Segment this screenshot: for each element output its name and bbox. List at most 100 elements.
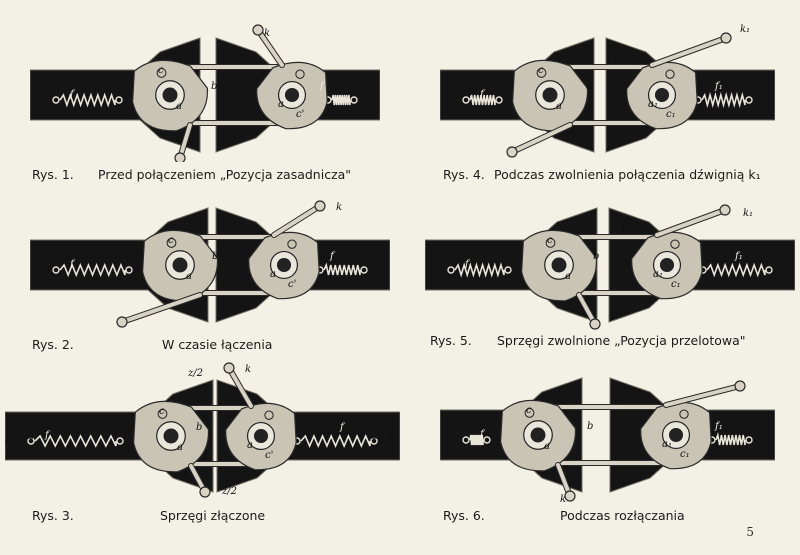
label-b: b bbox=[593, 251, 599, 262]
label-k: k₁ bbox=[740, 24, 750, 35]
right-spring-eye bbox=[765, 266, 773, 274]
label-b: b bbox=[587, 421, 593, 432]
link-pin bbox=[264, 410, 274, 420]
lever-k-upper-knob bbox=[314, 200, 326, 212]
right-spring-eye bbox=[745, 436, 753, 444]
left-spring-eye bbox=[483, 436, 491, 444]
label-a-left: a bbox=[176, 101, 182, 112]
right-spring bbox=[715, 431, 746, 446]
label-f-left: f bbox=[479, 429, 486, 440]
pivot-pin bbox=[542, 87, 558, 103]
link-pin bbox=[295, 69, 305, 79]
lever-k-upper-knob bbox=[252, 24, 264, 36]
lever-k-upper-knob bbox=[734, 380, 746, 392]
label-a-left: a bbox=[565, 271, 571, 282]
figure-2-caption: W czasie łączenia bbox=[162, 337, 273, 352]
hook-a-right bbox=[248, 231, 320, 300]
right-spring bbox=[331, 94, 351, 106]
left-spring bbox=[34, 434, 117, 448]
lever-k-lower-knob bbox=[199, 486, 211, 498]
label-c: c bbox=[159, 406, 165, 417]
link-pin bbox=[157, 408, 168, 419]
link-pin bbox=[524, 407, 535, 418]
label-b-prime: b₁ bbox=[621, 223, 631, 234]
right-spring-eye bbox=[350, 96, 358, 104]
link-pin bbox=[156, 67, 167, 78]
page-number: 5 bbox=[746, 525, 754, 539]
left-spring bbox=[469, 94, 496, 106]
label-k: k bbox=[336, 202, 342, 213]
label-Z-right: Z bbox=[387, 431, 397, 445]
hook-a-left bbox=[520, 229, 598, 302]
label-c-prime: c' bbox=[265, 450, 273, 461]
label-b-prime: b₁ bbox=[614, 53, 624, 64]
lever-k-lower bbox=[120, 293, 202, 324]
lever-k-lower-knob bbox=[506, 146, 518, 158]
label-c: c bbox=[538, 65, 544, 76]
figure-1-caption: Przed połączeniem „Pozycja zasadnicza" bbox=[98, 167, 352, 182]
label-k: k bbox=[560, 494, 566, 502]
pivot-pin bbox=[276, 257, 292, 273]
label-c-prime: c' bbox=[288, 279, 296, 290]
left-spring-eye bbox=[462, 96, 470, 104]
figure-2-number: Rys. 2. bbox=[32, 337, 74, 352]
label-f-right: f₁ bbox=[714, 81, 723, 92]
hook-a-right bbox=[640, 401, 712, 470]
link-pin bbox=[545, 237, 556, 248]
link-pin bbox=[287, 239, 297, 249]
figure-5-number: Rys. 5. bbox=[430, 333, 472, 348]
label-f-left: f bbox=[69, 89, 76, 100]
link-pin bbox=[679, 409, 689, 419]
lever-k-upper bbox=[650, 36, 728, 67]
label-f-right: f₁ bbox=[714, 421, 723, 432]
left-spring-eye bbox=[52, 266, 60, 274]
hook-a-left bbox=[131, 59, 209, 132]
label-f-right: f bbox=[339, 422, 346, 433]
label-b: b bbox=[211, 81, 217, 92]
right-spring bbox=[701, 91, 746, 109]
figure-6-caption: Podczas rozłączania bbox=[560, 508, 685, 523]
label-a-left: a bbox=[544, 441, 550, 452]
label-Z-left: Z bbox=[5, 431, 14, 445]
pivot-pin bbox=[284, 87, 300, 103]
left-spring bbox=[59, 92, 116, 108]
lever-k-lower-knob bbox=[174, 152, 186, 162]
label-f-left: f bbox=[44, 430, 51, 441]
left-spring-eye bbox=[52, 96, 60, 104]
label-a-right: a₁ bbox=[653, 269, 663, 280]
lever-k-upper bbox=[272, 204, 322, 237]
pivot-pin bbox=[253, 428, 269, 444]
hook-a-right bbox=[225, 402, 297, 471]
label-b-prime: b' bbox=[239, 53, 248, 64]
label-z-half-top: z/2 bbox=[187, 368, 203, 379]
hook-a-right bbox=[256, 61, 328, 130]
figure-1-number: Rys. 1. bbox=[32, 167, 74, 182]
label-a-right: a bbox=[247, 440, 253, 451]
label-b: b bbox=[196, 422, 202, 433]
lever-k-lower-knob bbox=[564, 490, 576, 502]
label-f-left: f bbox=[479, 89, 486, 100]
label-f-left: f bbox=[464, 259, 471, 270]
hook-a-left bbox=[499, 399, 577, 472]
label-a-right: a₁ bbox=[648, 99, 658, 110]
lever-k-upper-knob bbox=[719, 204, 731, 216]
left-spring bbox=[59, 262, 126, 278]
lever-k-upper bbox=[227, 366, 253, 408]
label-f-right: f bbox=[319, 81, 326, 92]
link-pin bbox=[536, 67, 547, 78]
pivot-pin bbox=[172, 257, 188, 273]
lever-k-lower-knob bbox=[589, 318, 601, 330]
label-c-prime: c₁ bbox=[666, 109, 676, 120]
label-b-prime: b' bbox=[224, 394, 233, 405]
label-z-half-bottom: z/2 bbox=[221, 486, 237, 497]
figure-3-caption: Sprzęgi złączone bbox=[160, 508, 266, 523]
link-pin bbox=[166, 237, 177, 248]
